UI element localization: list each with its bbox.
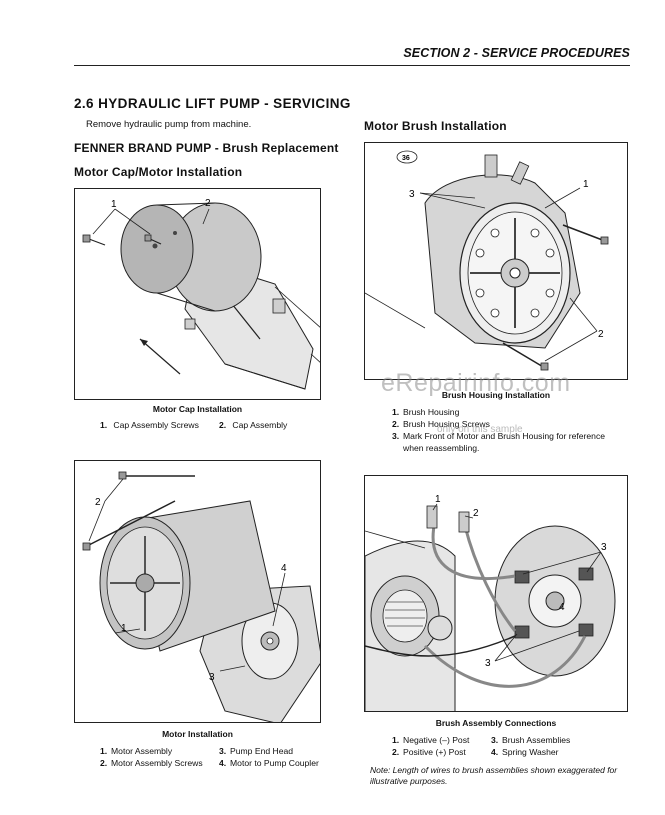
callout-3: 3 [601,542,607,553]
legend-item: 4.Motor to Pump Coupler [219,758,319,768]
figure-motor-installation: 2 4 1 3 [74,460,321,723]
legend-item: 2.Brush Housing Screws [392,419,490,429]
stamp-number: 36 [402,155,410,162]
callout-1: 1 [121,623,127,634]
watermark-subtext: only on this sample [437,424,523,435]
legend-cap-1: 1. Cap Assembly Screws [100,420,199,430]
callout-3: 3 [209,672,215,683]
caption-brush-housing-installation: Brush Housing Installation [441,390,551,400]
figure-motor-cap-installation: 1 2 [74,188,321,400]
callout-2: 2 [205,198,211,209]
callout-2: 2 [598,329,604,340]
callout-2: 2 [95,497,101,508]
subheading-brand: FENNER BRAND PUMP - Brush Replacement [74,141,339,155]
callout-4: 4 [281,563,287,574]
stamp-badge [396,150,418,164]
callout-2: 2 [473,508,479,519]
footnote: Note: Length of wires to brush assemblie… [370,765,618,786]
legend-motor-col2: 3.Pump End Head 4.Motor to Pump Coupler [219,745,319,769]
motor-cap-illustration: 1 2 [82,198,320,390]
legend-item: 3.Pump End Head [219,746,294,756]
section-header-title: SECTION 2 - SERVICE PROCEDURES [403,46,630,60]
callout-1: 1 [435,494,441,505]
motor-installation-illustration: 2 4 1 3 [82,471,320,722]
legend-brush-conn-col1: 1.Negative (–) Post 2.Positive (+) Post [392,734,469,758]
callout-3: 3 [409,189,415,200]
legend-cap-2: 2. Cap Assembly [219,420,288,430]
callout-1: 1 [583,179,589,190]
caption-brush-assembly-connections: Brush Assembly Connections [435,718,557,728]
intro-text: Remove hydraulic pump from machine. [86,119,252,130]
callout-1: 1 [111,199,117,210]
legend-item: 4.Spring Washer [491,747,559,757]
brush-housing-illustration: 36 3 1 2 [365,150,609,371]
legend-item: 1.Brush Housing [392,407,460,417]
legend-item: 1.Motor Assembly [100,746,173,756]
caption-motor-installation: Motor Installation [162,729,233,739]
section-heading: 2.6 HYDRAULIC LIFT PUMP - SERVICING [74,96,351,111]
figure-brush-housing-installation: 36 3 1 2 [364,142,628,380]
caption-motor-cap-installation: Motor Cap Installation [152,404,243,414]
watermark-text: eRepairinfo.com [381,369,571,397]
legend-motor-col1: 1.Motor Assembly 2.Motor Assembly Screws [100,745,203,769]
brush-connections-illustration: 1 2 3 4 3 [365,494,616,711]
callout-4: 4 [559,602,565,613]
legend-item: 3.Mark Front of Motor and Brush Housing … [392,431,606,453]
legend-item: 3.Brush Assemblies [491,735,571,745]
callout-3b: 3 [485,658,491,669]
figure-brush-assembly-connections: 1 2 3 4 3 [364,475,628,712]
subheading-motor-brush: Motor Brush Installation [364,119,507,133]
legend-item: 1.Negative (–) Post [392,735,470,745]
page-header: SECTION 2 - SERVICE PROCEDURES [74,44,630,66]
legend-brush-conn-col2: 3.Brush Assemblies 4.Spring Washer [491,734,570,758]
legend-brush-housing: 1.Brush Housing 2.Brush Housing Screws 3… [392,406,624,454]
legend-item: 2.Positive (+) Post [392,747,466,757]
legend-item: 2.Motor Assembly Screws [100,758,203,768]
subheading-motor-cap: Motor Cap/Motor Installation [74,165,243,179]
